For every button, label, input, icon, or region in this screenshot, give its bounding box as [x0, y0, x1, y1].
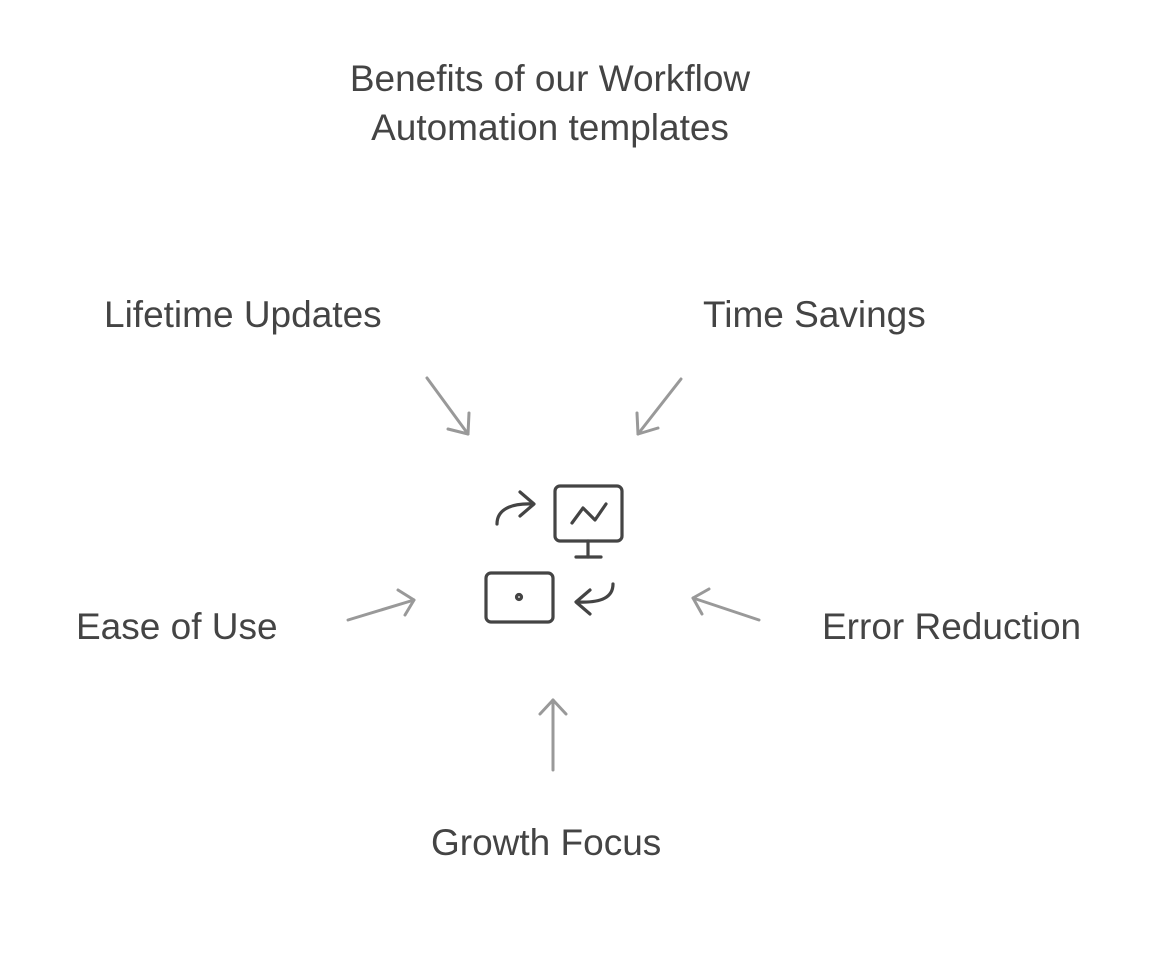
- workflow-icon: [484, 484, 624, 624]
- arrow-error-reduction: [691, 587, 761, 622]
- label-time-savings: Time Savings: [703, 294, 926, 335]
- curved-arrow-left-icon: [574, 582, 615, 616]
- diagram-title: Benefits of our Workflow Automation temp…: [0, 54, 1100, 152]
- arrow-ease-of-use: [346, 588, 416, 622]
- title-line-2: Automation templates: [371, 107, 729, 148]
- label-growth-focus: Growth Focus: [431, 822, 662, 863]
- title-line-1: Benefits of our Workflow: [349, 58, 751, 99]
- label-lifetime-updates: Lifetime Updates: [104, 294, 382, 335]
- label-ease-of-use: Ease of Use: [76, 606, 278, 647]
- arrow-time-savings: [635, 377, 683, 436]
- label-error-reduction: Error Reduction: [822, 606, 1082, 647]
- arrow-growth-focus: [538, 698, 568, 772]
- monitor-chart-icon: [553, 484, 624, 559]
- tablet-icon: [484, 571, 555, 624]
- arrow-lifetime-updates: [425, 376, 471, 436]
- curved-arrow-right-icon: [495, 490, 536, 526]
